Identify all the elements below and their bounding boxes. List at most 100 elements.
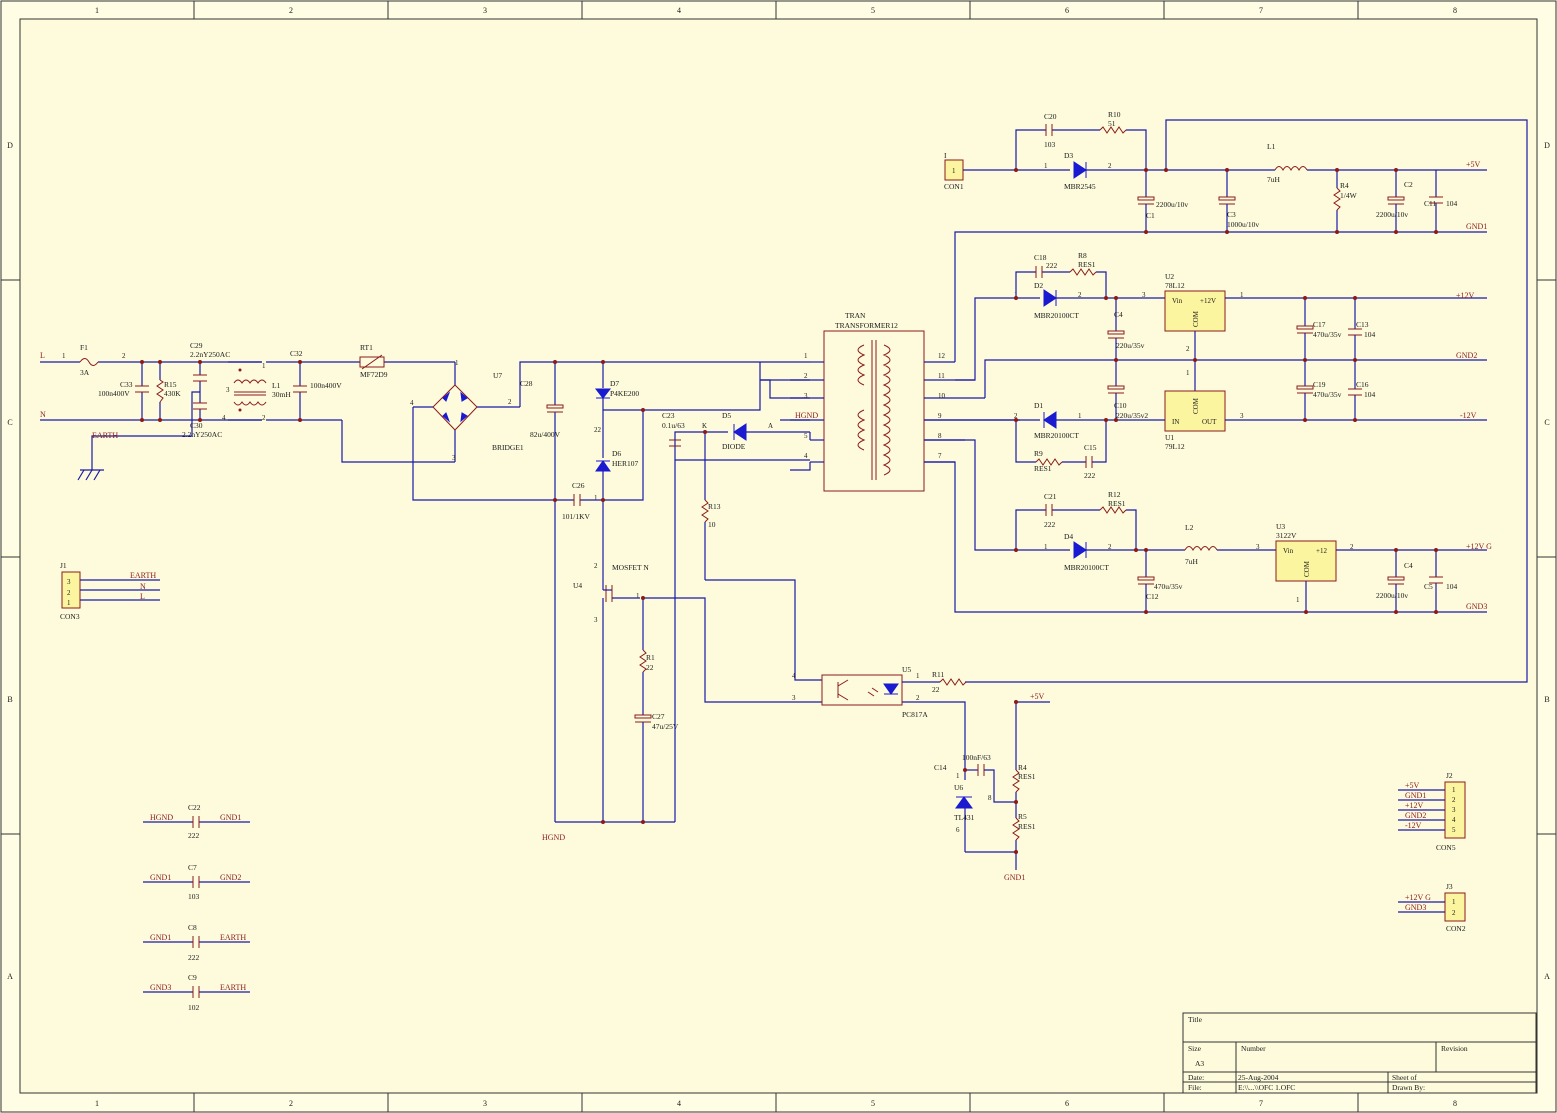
- RT1-value: MF72D9: [360, 370, 388, 379]
- svg-text:2: 2: [1452, 796, 1456, 804]
- number-label: Number: [1241, 1044, 1266, 1053]
- svg-text:3: 3: [594, 616, 598, 624]
- U1-com: COM: [1192, 397, 1200, 414]
- C12-label: C12: [1146, 592, 1159, 601]
- C7-label: C7: [188, 863, 197, 872]
- J2-gnd2: GND2: [1405, 811, 1426, 820]
- U3-vin: Vin: [1283, 547, 1294, 555]
- fuse-symbol: [79, 358, 99, 366]
- U4-label: U4: [573, 581, 582, 590]
- common-mode-choke: L1 30mH 12 43: [222, 361, 291, 422]
- svg-text:1: 1: [1186, 369, 1190, 377]
- C4-value: 220u/35v: [1116, 341, 1145, 350]
- C22-value: 222: [188, 831, 200, 840]
- C18-label: C18: [1034, 253, 1047, 262]
- L2-label: L2: [1185, 523, 1194, 532]
- size-value: A3: [1195, 1059, 1204, 1068]
- D5-value: DIODE: [722, 442, 746, 451]
- column-label-top-4: 4: [677, 6, 681, 15]
- svg-text:3: 3: [1256, 543, 1260, 551]
- C13-label: C13: [1356, 320, 1369, 329]
- U3-out: +12: [1316, 547, 1327, 555]
- C22-label: C22: [188, 803, 201, 812]
- R9-value: RES1: [1034, 464, 1052, 473]
- C29-label: C29: [190, 341, 203, 350]
- D7-label: D7: [610, 379, 619, 388]
- U7-label: U7: [493, 371, 502, 380]
- row-label-right-B: B: [1544, 695, 1549, 704]
- J1-label: J1: [60, 561, 67, 570]
- row-label-left-B: B: [7, 695, 12, 704]
- U1-in: IN: [1172, 418, 1179, 426]
- R8-label: R8: [1078, 251, 1087, 260]
- svg-text:2: 2: [1186, 345, 1190, 353]
- R13-label: R13: [708, 502, 721, 511]
- pin-A: A: [768, 422, 773, 430]
- row-label-right-D: D: [1544, 141, 1550, 150]
- row-label-right-C: C: [1544, 418, 1549, 427]
- D5-label: D5: [722, 411, 731, 420]
- C5-value: 104: [1446, 582, 1458, 591]
- L1c-value: 7uH: [1267, 175, 1281, 184]
- C21-value: 222: [1044, 520, 1056, 529]
- C32-label: C32: [290, 349, 303, 358]
- net-gnd2: GND2: [1456, 351, 1477, 360]
- J2-5v: +5V: [1405, 781, 1420, 790]
- connector-J3[interactable]: 12 +12V G GND3 J3 CON2: [1398, 882, 1466, 933]
- column-label-bottom-4: 4: [677, 1099, 681, 1108]
- R4b-value: RES1: [1018, 772, 1036, 781]
- D1-value: MBR20100CT: [1034, 431, 1079, 440]
- C4b-value: 2200u/10v: [1376, 591, 1408, 600]
- svg-text:2: 2: [1078, 291, 1082, 299]
- net-gnd3: GND3: [1466, 602, 1487, 611]
- C7-value: 103: [188, 892, 200, 901]
- svg-text:11: 11: [938, 372, 945, 380]
- C27-value: 47u/25V: [652, 722, 679, 731]
- C8-right: EARTH: [220, 933, 246, 942]
- svg-text:2: 2: [1108, 543, 1112, 551]
- svg-text:2: 2: [594, 562, 598, 570]
- C16-value: 104: [1364, 390, 1376, 399]
- C33-value: 100n400V: [98, 389, 130, 398]
- svg-text:1: 1: [1240, 291, 1244, 299]
- connector-J1[interactable]: 321 EARTH N L J1 CON3: [60, 561, 160, 621]
- C10-label: C10: [1114, 401, 1127, 410]
- svg-text:2: 2: [1350, 543, 1354, 551]
- C29-value: 2.2nY250AC: [190, 350, 230, 359]
- R4-label: R4: [1340, 181, 1349, 190]
- fb-5v: +5V: [1030, 692, 1045, 701]
- column-label-bottom-2: 2: [289, 1099, 293, 1108]
- fuse-value: 3A: [80, 368, 90, 377]
- svg-text:2: 2: [122, 352, 126, 360]
- J2-12v: +12V: [1405, 801, 1424, 810]
- svg-text:1: 1: [916, 672, 920, 680]
- file-value: E:\\...\\OFC 1.OFC: [1238, 1083, 1295, 1092]
- svg-text:3: 3: [792, 694, 796, 702]
- J3-value: CON2: [1446, 924, 1466, 933]
- svg-text:3: 3: [1452, 806, 1456, 814]
- svg-text:3: 3: [452, 454, 456, 462]
- C15-label: C15: [1084, 443, 1097, 452]
- svg-text:2: 2: [508, 398, 512, 406]
- net-p12vg: +12V G: [1466, 542, 1492, 551]
- U3-chip: [1275, 540, 1337, 582]
- svg-text:5: 5: [804, 432, 808, 440]
- D6-label: D6: [612, 449, 621, 458]
- L1-label: L1: [272, 381, 281, 390]
- C8-value: 222: [188, 953, 200, 962]
- R11-value: 22: [932, 685, 940, 694]
- svg-text:1: 1: [67, 599, 71, 607]
- svg-text:2: 2: [916, 694, 920, 702]
- C17-value: 470u/35v: [1313, 330, 1342, 339]
- row-label-left-D: D: [7, 141, 13, 150]
- svg-text:2: 2: [262, 414, 266, 422]
- D6-value: HER107: [612, 459, 639, 468]
- svg-text:8: 8: [988, 794, 992, 802]
- svg-text:1: 1: [1044, 543, 1048, 551]
- C32-value: 100n400V: [310, 381, 342, 390]
